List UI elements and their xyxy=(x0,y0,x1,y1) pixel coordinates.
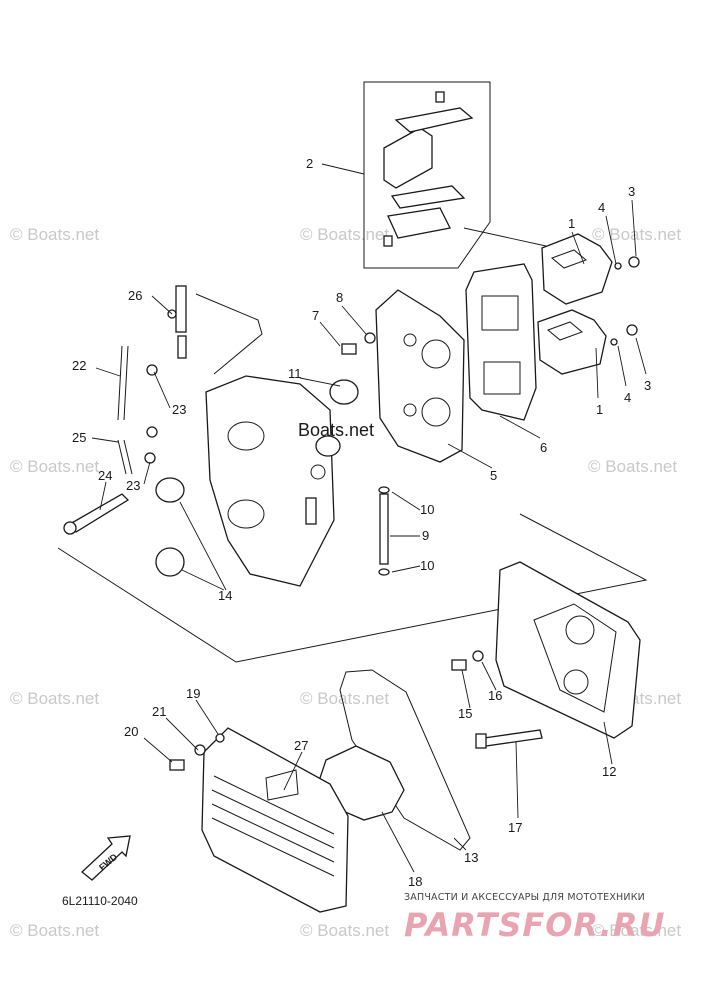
callout-4: 4 xyxy=(598,200,605,215)
callout-labels: 2 1 4 3 1 4 3 6 5 8 7 11 10 9 10 26 22 2… xyxy=(72,156,651,889)
callout-20: 20 xyxy=(124,724,138,739)
washer-10 xyxy=(378,568,390,576)
watermark: © Boats.net xyxy=(10,689,99,708)
watermark: © Boats.net xyxy=(10,225,99,244)
callout-22: 22 xyxy=(72,358,86,373)
watermark: © Boats.net xyxy=(10,921,99,940)
watermark: © Boats.net xyxy=(300,225,389,244)
callout-18: 18 xyxy=(408,874,422,889)
bolt-17 xyxy=(483,729,543,747)
callout-4: 4 xyxy=(624,390,631,405)
intake-manifold xyxy=(375,289,465,463)
o-ring xyxy=(155,477,185,503)
inner-cover-plate xyxy=(495,561,641,739)
gasket-plate xyxy=(465,263,537,421)
o-ring xyxy=(155,547,185,577)
watermark: © Boats.net xyxy=(300,689,389,708)
washer-10 xyxy=(378,486,390,494)
callout-16: 16 xyxy=(488,688,502,703)
hose-22 xyxy=(117,345,129,421)
washer-16 xyxy=(472,650,484,662)
washer-21 xyxy=(194,744,206,756)
callout-12: 12 xyxy=(602,764,616,779)
callout-11: 11 xyxy=(288,366,302,381)
callout-13: 13 xyxy=(464,850,478,865)
watermark: © Boats.net xyxy=(10,457,99,476)
reed-valve-upper xyxy=(541,233,613,305)
fwd-arrow-icon: FWD xyxy=(81,835,131,881)
center-watermark: Boats.net xyxy=(298,420,375,440)
callout-25: 25 xyxy=(72,430,86,445)
callout-21: 21 xyxy=(152,704,166,719)
bolt-17-head xyxy=(475,733,487,749)
reed-valve-lower xyxy=(537,309,607,375)
outer-gasket xyxy=(339,669,471,851)
reed-screws xyxy=(610,256,640,346)
banner-text: ЗАПЧАСТИ И АКСЕССУАРЫ ДЛЯ МОТОТЕХНИКИ xyxy=(404,892,645,903)
boundary-line xyxy=(57,513,648,663)
watermark: © Boats.net xyxy=(300,921,389,940)
callout-26: 26 xyxy=(128,288,142,303)
outer-cover xyxy=(201,727,349,913)
watermark: © Boats.net xyxy=(592,921,681,940)
callout-15: 15 xyxy=(458,706,472,721)
pin-9 xyxy=(379,493,389,565)
circlip xyxy=(329,379,359,405)
thermo-sender xyxy=(167,285,187,359)
callout-3: 3 xyxy=(644,378,651,393)
circlip xyxy=(315,435,341,457)
callout-3: 3 xyxy=(628,184,635,199)
callout-10: 10 xyxy=(420,502,434,517)
hose-25 xyxy=(117,439,133,475)
callout-6: 6 xyxy=(540,440,547,455)
callout-19: 19 xyxy=(186,686,200,701)
callout-2: 2 xyxy=(306,156,313,171)
diagram-code: 6L21110-2040 xyxy=(62,894,138,908)
callout-1: 1 xyxy=(596,402,603,417)
callout-23: 23 xyxy=(126,478,140,493)
boundary-line xyxy=(195,293,263,375)
callout-5: 5 xyxy=(490,468,497,483)
watermark: © Boats.net xyxy=(588,457,677,476)
callout-1: 1 xyxy=(568,216,575,231)
banner-logo: PARTSFOR.RU xyxy=(404,906,666,944)
callout-10: 10 xyxy=(420,558,434,573)
callout-8: 8 xyxy=(336,290,343,305)
bolt-15 xyxy=(451,659,467,671)
bolt-24 xyxy=(63,493,130,535)
callout-17: 17 xyxy=(508,820,522,835)
callout-7: 7 xyxy=(312,308,319,323)
bolt-7 xyxy=(341,343,357,355)
clamps xyxy=(144,364,158,464)
callout-23: 23 xyxy=(172,402,186,417)
callout-9: 9 xyxy=(422,528,429,543)
watermark: © Boats.net xyxy=(592,225,681,244)
cylinder-block xyxy=(205,375,335,587)
callout-27: 27 xyxy=(294,738,308,753)
leader-lines xyxy=(91,163,647,873)
callout-24: 24 xyxy=(98,468,112,483)
screw-20 xyxy=(169,759,185,771)
grommet-19 xyxy=(215,733,225,743)
callout-14: 14 xyxy=(218,588,232,603)
reed-valve-kit-box xyxy=(363,81,491,269)
washer-8 xyxy=(364,332,376,344)
